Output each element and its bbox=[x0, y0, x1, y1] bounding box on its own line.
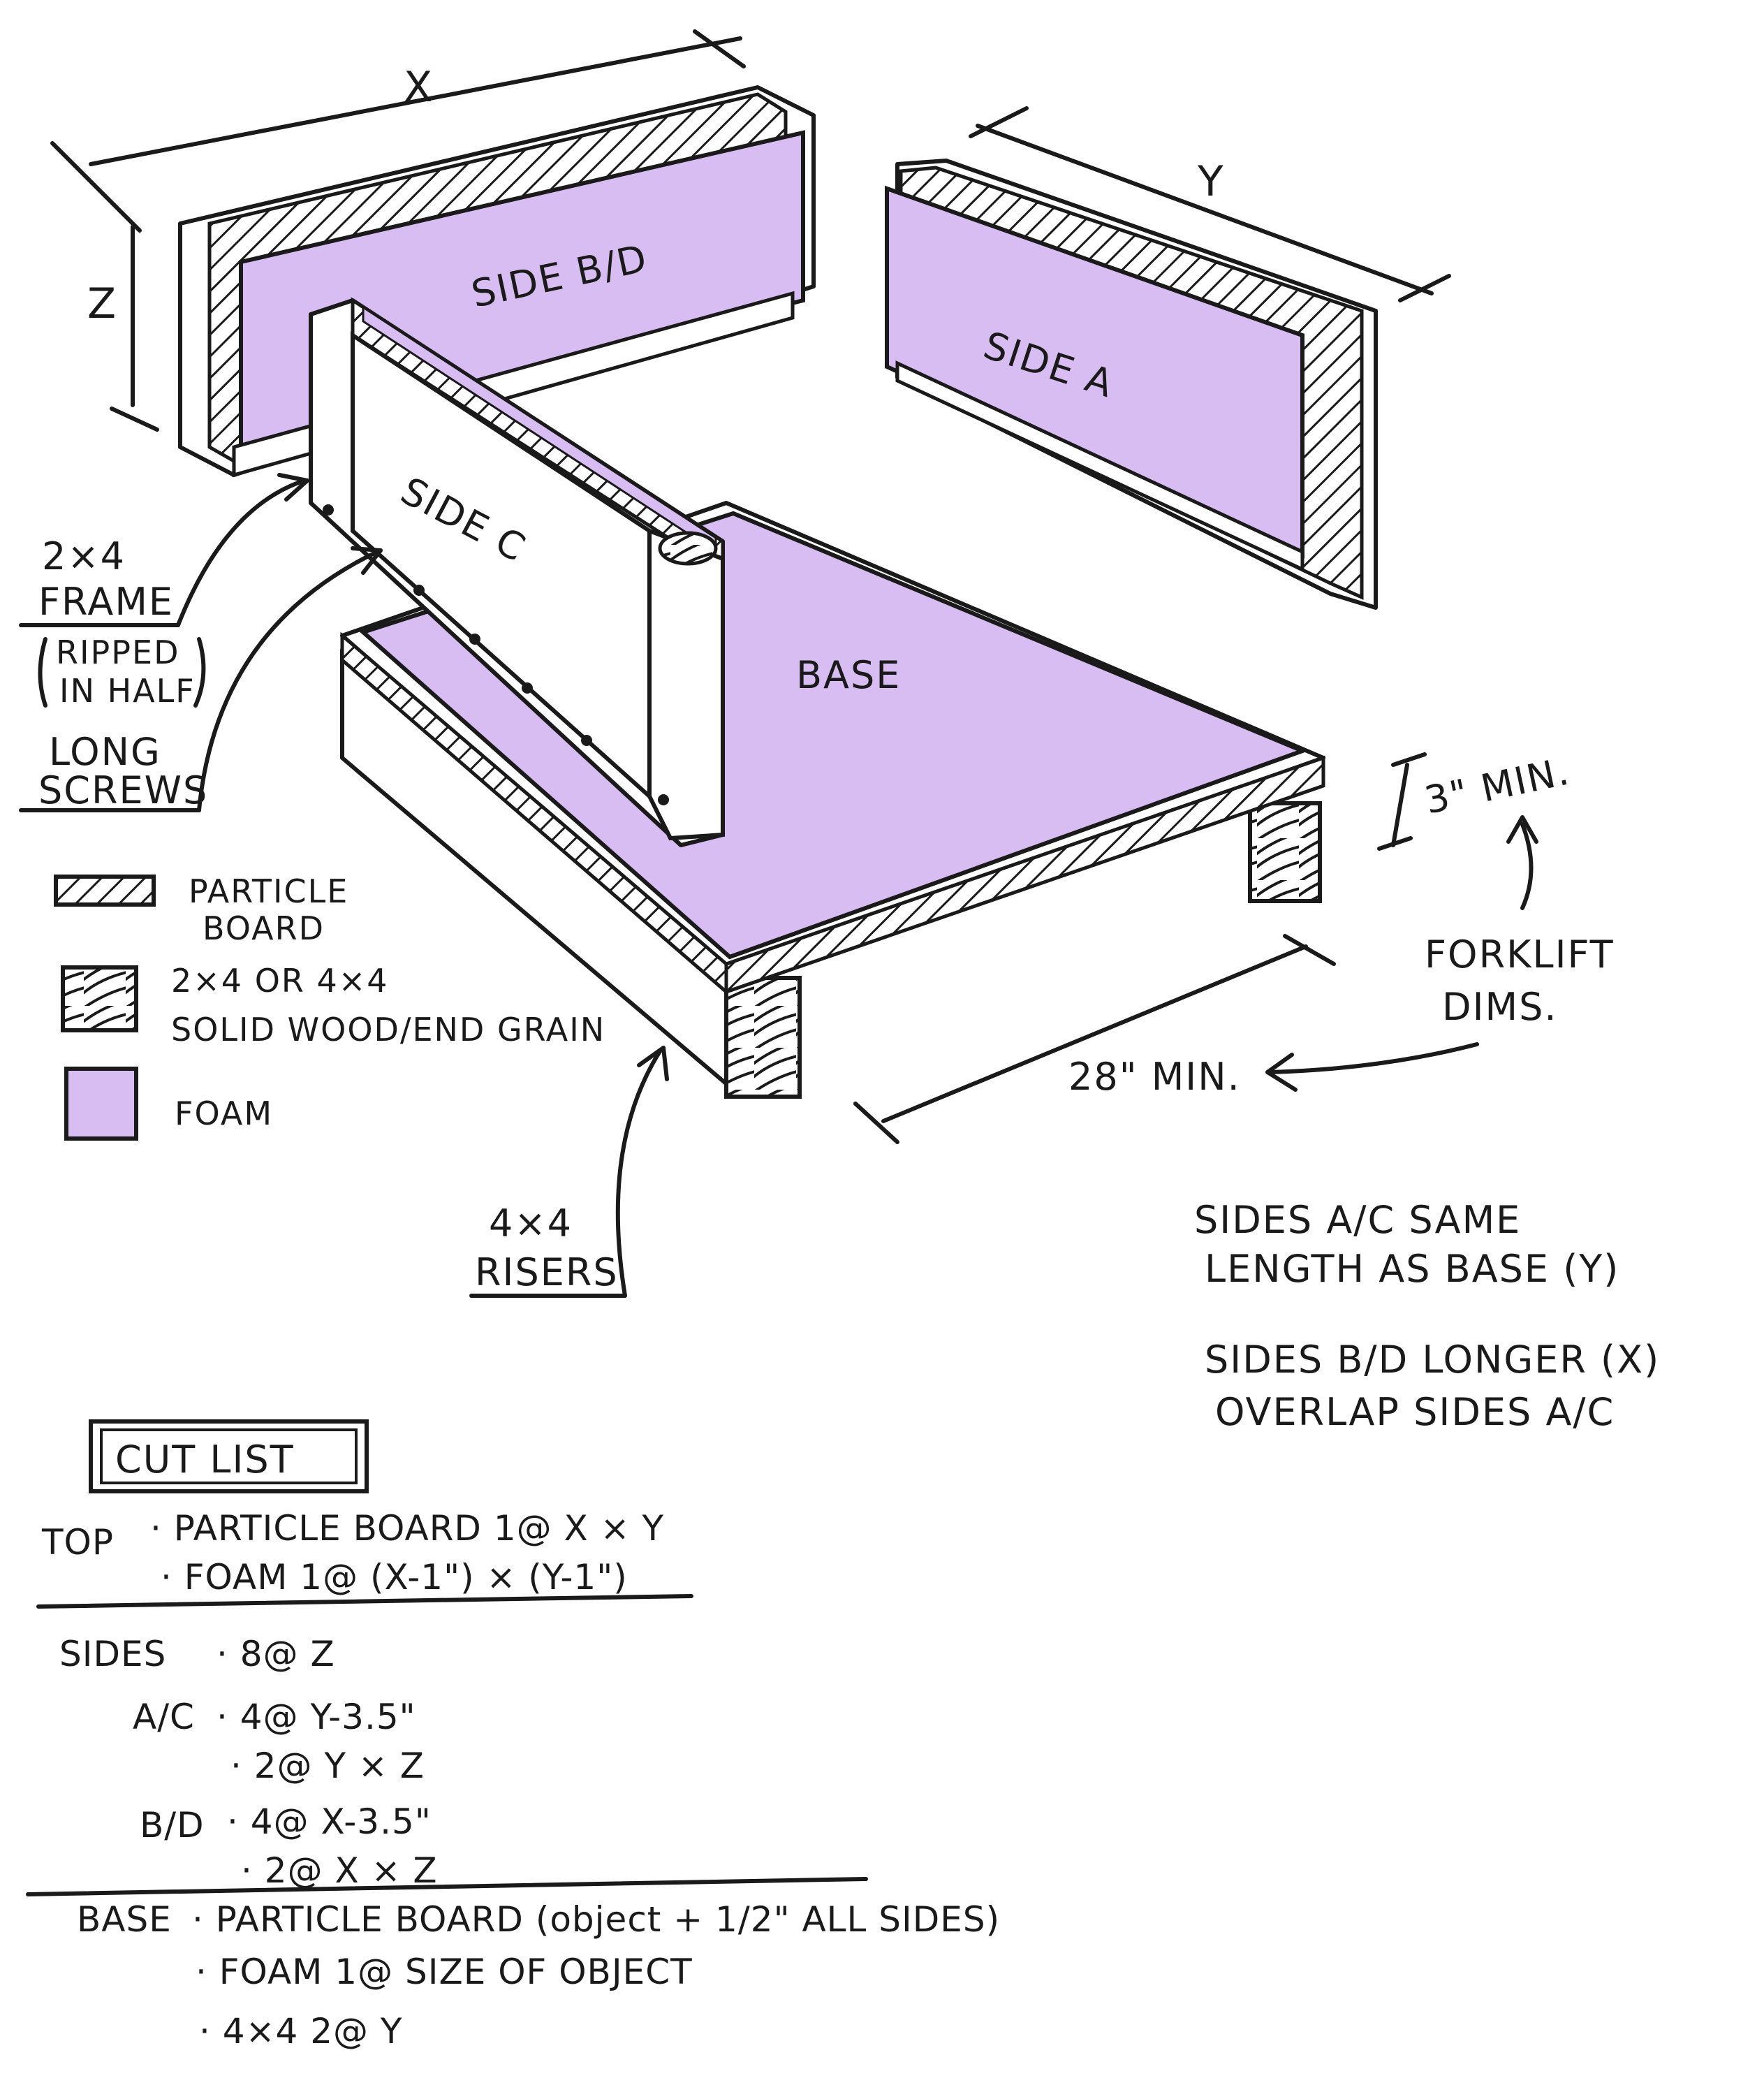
cut-base-item-2: · FOAM 1@ SIZE OF OBJECT bbox=[196, 1952, 693, 1992]
dimension-min-height: 3" MIN. bbox=[1377, 749, 1574, 851]
dimension-x: X bbox=[50, 29, 746, 233]
cut-top-item-1: · PARTICLE BOARD 1@ X × Y bbox=[150, 1508, 664, 1549]
min-depth-label: 28" MIN. bbox=[1068, 1055, 1241, 1099]
side-a-panel: SIDE A bbox=[885, 159, 1378, 610]
cut-sides-ac-item-2: · 2@ Y × Z bbox=[230, 1746, 425, 1786]
risers-callout: 4×4 RISERS bbox=[469, 1046, 669, 1298]
legend-swatch-foam bbox=[64, 1067, 138, 1141]
cut-sides-all: · 8@ Z bbox=[216, 1634, 335, 1674]
note1-line1: SIDES A/C SAME bbox=[1194, 1198, 1521, 1242]
cut-sides-bd-item-1: · 4@ X-3.5" bbox=[227, 1801, 432, 1842]
cut-sides-ac-label: A/C bbox=[133, 1697, 195, 1737]
cut-list: CUT LIST TOP · PARTICLE BOARD 1@ X × Y ·… bbox=[26, 1419, 1000, 2052]
legend-swatch-end-grain bbox=[61, 965, 138, 1032]
side-c-panel: SIDE C bbox=[309, 297, 725, 847]
min-height-label: 3" MIN. bbox=[1421, 749, 1574, 822]
frame-note2: IN HALF bbox=[59, 672, 196, 710]
cut-base-label: BASE bbox=[77, 1899, 172, 1940]
cut-top-item-2: · FOAM 1@ (X-1") × (Y-1") bbox=[161, 1557, 628, 1597]
frame-line1: 2×4 bbox=[42, 534, 126, 578]
legend-end-grain-line1: 2×4 OR 4×4 bbox=[171, 962, 389, 1000]
frame-line2: FRAME bbox=[38, 580, 174, 624]
legend: PARTICLE BOARD 2×4 OR 4×4 SOLID WOOD/END… bbox=[54, 872, 605, 1141]
dimension-min-depth: 28" MIN. bbox=[853, 934, 1336, 1144]
cut-list-title: CUT LIST bbox=[115, 1438, 295, 1482]
dimension-y: Y bbox=[969, 106, 1451, 302]
frame-note1: RIPPED bbox=[56, 634, 180, 671]
notes: SIDES A/C SAME LENGTH AS BASE (Y) SIDES … bbox=[1194, 1198, 1660, 1434]
cut-top-label: TOP bbox=[41, 1522, 114, 1563]
frame-callout: 2×4 FRAME RIPPED IN HALF bbox=[19, 473, 309, 710]
dimension-x-label: X bbox=[404, 63, 434, 112]
riser-front-endgrain bbox=[724, 976, 802, 1099]
legend-foam-line1: FOAM bbox=[175, 1095, 273, 1132]
legend-swatch-particle-board bbox=[54, 875, 156, 907]
cut-base-item-3: · 4×4 2@ Y bbox=[199, 2011, 402, 2052]
screws-line2: SCREWS bbox=[38, 768, 208, 812]
screws-callout: LONG SCREWS bbox=[19, 546, 383, 812]
cut-base-item-1: · PARTICLE BOARD (object + 1/2" ALL SIDE… bbox=[192, 1899, 1000, 1940]
legend-particle-board-line1: PARTICLE bbox=[189, 872, 348, 910]
dimension-y-label: Y bbox=[1197, 157, 1226, 206]
risers-line1: 4×4 bbox=[489, 1201, 573, 1245]
legend-end-grain-line2: SOLID WOOD/END GRAIN bbox=[171, 1011, 605, 1048]
cut-sides-ac-item-1: · 4@ Y-3.5" bbox=[216, 1697, 416, 1737]
note2-line2: OVERLAP SIDES A/C bbox=[1215, 1390, 1615, 1434]
cut-sides-bd-label: B/D bbox=[140, 1805, 205, 1845]
dimension-z-label: Z bbox=[87, 279, 118, 328]
dimension-z: Z bbox=[87, 225, 159, 432]
forklift-line2: DIMS. bbox=[1442, 985, 1558, 1029]
cut-sides-bd-item-2: · 2@ X × Z bbox=[241, 1850, 438, 1891]
riser-back-endgrain bbox=[1248, 801, 1322, 903]
cut-sides-label: SIDES bbox=[59, 1634, 166, 1674]
risers-line2: RISERS bbox=[475, 1250, 619, 1294]
forklift-line1: FORKLIFT bbox=[1425, 933, 1615, 977]
base-label: BASE bbox=[796, 653, 901, 697]
note1-line2: LENGTH AS BASE (Y) bbox=[1205, 1247, 1619, 1291]
legend-particle-board-line2: BOARD bbox=[203, 909, 325, 947]
screws-line1: LONG bbox=[49, 730, 161, 774]
forklift-callout: FORKLIFT DIMS. bbox=[1265, 815, 1615, 1092]
note2-line1: SIDES B/D LONGER (X) bbox=[1205, 1338, 1660, 1382]
